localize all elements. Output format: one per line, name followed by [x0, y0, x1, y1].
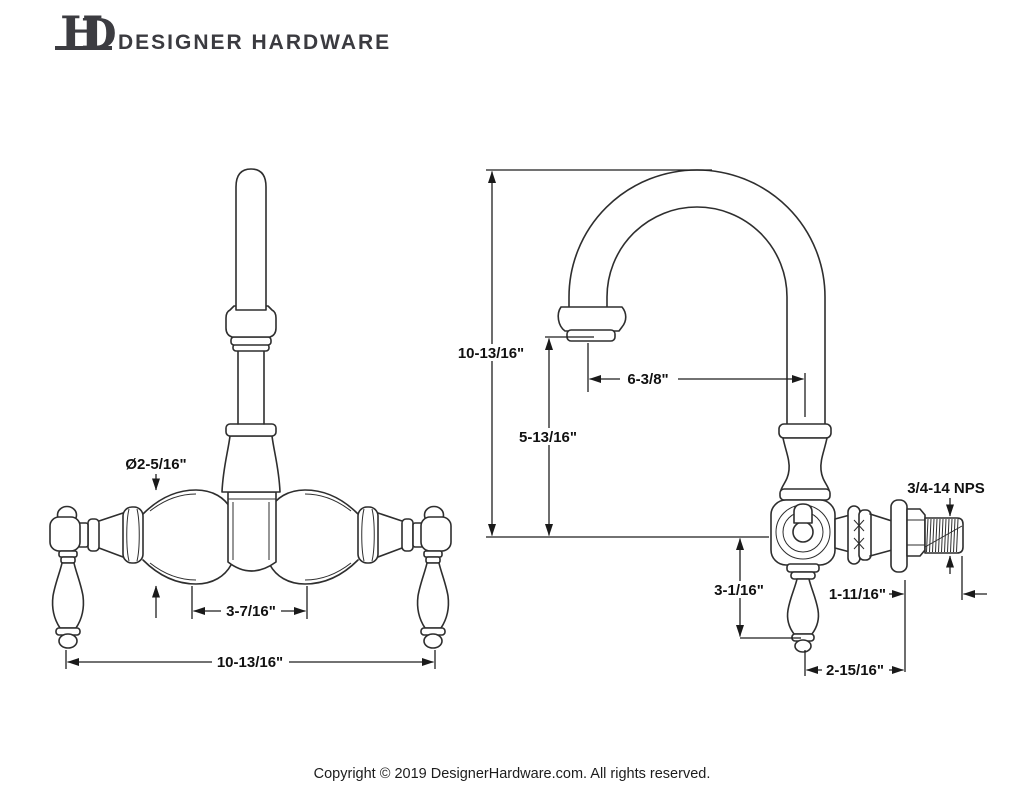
side-view-drawing: 3/4-14 NPS 10-13/16" 5-13/16" 6-3/8" 3-	[453, 169, 987, 679]
monogram-bar	[55, 46, 112, 50]
dim-label-side-spout-reach: 6-3/8"	[627, 371, 668, 388]
dim-label-side-spout-height: 5-13/16"	[519, 429, 577, 446]
dim-label-side-nipple-length: 1-11/16"	[829, 586, 886, 603]
dim-label-front-valve-centers: 3-7/16"	[226, 603, 276, 620]
copyright-text: Copyright © 2019 DesignerHardware.com. A…	[313, 766, 711, 782]
dim-label-side-overall-height: 10-13/16"	[458, 345, 524, 362]
dim-label-front-diameter: Ø2-5/16"	[125, 456, 186, 473]
dim-label-side-thread: 3/4-14 NPS	[907, 480, 985, 497]
front-view-drawing: Ø2-5/16" 3-7/16" 10-13/16"	[49, 168, 452, 671]
dim-label-front-overall-width: 10-13/16"	[217, 654, 283, 671]
brand-monogram-icon: H D	[54, 8, 118, 64]
brand-wordmark: DESIGNER HARDWARE	[118, 31, 392, 54]
dim-label-side-wall-to-handle: 2-15/16"	[826, 662, 884, 679]
dim-label-side-handle-drop: 3-1/16"	[714, 582, 764, 599]
